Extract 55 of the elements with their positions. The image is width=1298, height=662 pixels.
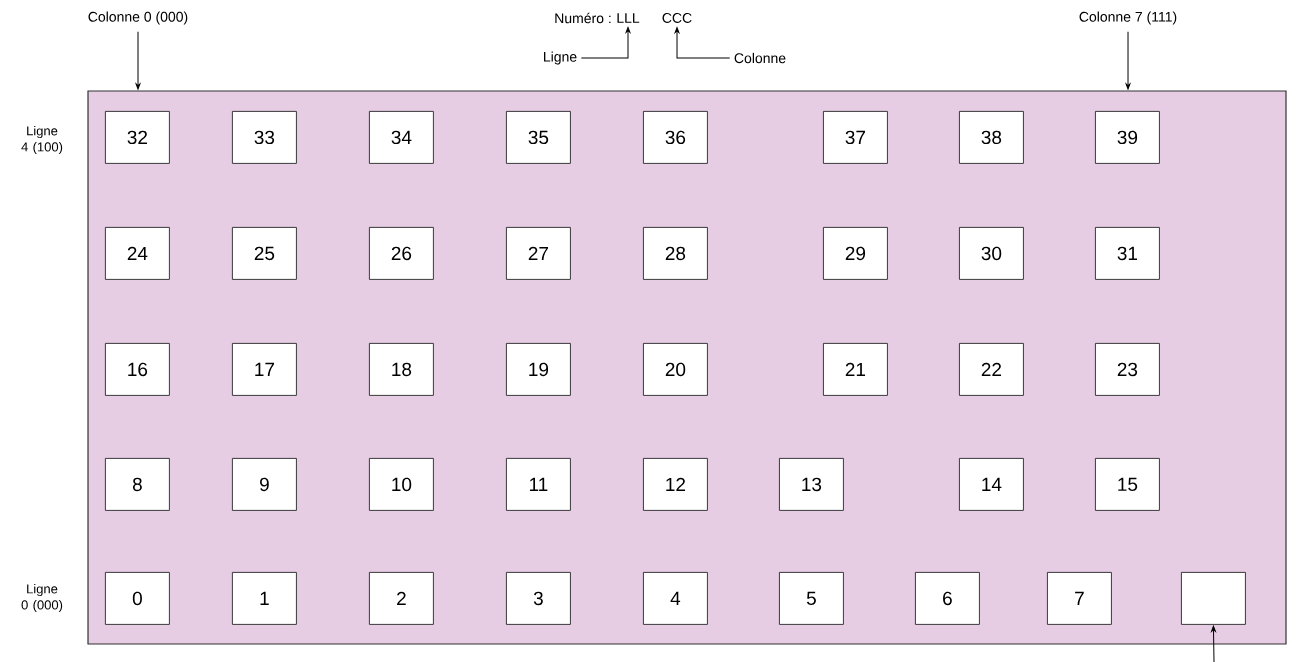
number-box: 22 bbox=[958, 342, 1024, 396]
arrow bbox=[1125, 31, 1131, 90]
arrow bbox=[674, 27, 731, 59]
label-text: Colonne 0 (000) bbox=[88, 11, 188, 25]
label-text: Colonne bbox=[734, 52, 786, 64]
number-box: 10 bbox=[368, 457, 434, 511]
row-label: Ligne 4 (100) bbox=[21, 125, 63, 155]
number-box: 11 bbox=[505, 457, 571, 511]
number-box: 17 bbox=[231, 342, 297, 396]
number-box: 27 bbox=[505, 226, 571, 280]
number-box: 19 bbox=[505, 342, 571, 396]
arrow bbox=[1211, 625, 1216, 662]
number-box: 34 bbox=[368, 110, 434, 164]
number-box: 29 bbox=[822, 226, 888, 280]
number-box: 7 bbox=[1046, 571, 1112, 625]
number-box: 39 bbox=[1094, 110, 1160, 164]
number-box: 8 bbox=[104, 457, 170, 511]
number-box: 36 bbox=[642, 110, 708, 164]
number-box: 13 bbox=[778, 457, 844, 511]
number-box: 26 bbox=[368, 226, 434, 280]
label-text: CCC bbox=[662, 13, 692, 23]
number-box: 4 bbox=[642, 571, 708, 625]
number-box: 24 bbox=[104, 226, 170, 280]
number-box: 37 bbox=[822, 110, 888, 164]
number-box: 38 bbox=[958, 110, 1024, 164]
number-box: 9 bbox=[231, 457, 297, 511]
number-box: 5 bbox=[778, 571, 844, 625]
number-box: 18 bbox=[368, 342, 434, 396]
number-box: 20 bbox=[642, 342, 708, 396]
number-box: 23 bbox=[1094, 342, 1160, 396]
number-box: 33 bbox=[231, 110, 297, 164]
number-box: 32 bbox=[104, 110, 170, 164]
arrow bbox=[135, 31, 141, 90]
number-box: 25 bbox=[231, 226, 297, 280]
number-box: 16 bbox=[104, 342, 170, 396]
number-box: 12 bbox=[642, 457, 708, 511]
number-box: 2 bbox=[368, 571, 434, 625]
row-label: Ligne 0 (000) bbox=[21, 583, 63, 613]
number-box: 6 bbox=[914, 571, 980, 625]
number-box: 21 bbox=[822, 342, 888, 396]
number-box: 30 bbox=[958, 226, 1024, 280]
label-text: LLL bbox=[617, 13, 640, 23]
arrow bbox=[580, 26, 631, 59]
number-box: 15 bbox=[1094, 457, 1160, 511]
number-box: 0 bbox=[104, 571, 170, 625]
label-text: Numéro : bbox=[555, 12, 611, 24]
number-box: 1 bbox=[231, 571, 297, 625]
number-box: 28 bbox=[642, 226, 708, 280]
number-box: 3 bbox=[505, 571, 571, 625]
number-box: 14 bbox=[958, 457, 1024, 511]
number-box: 35 bbox=[505, 110, 571, 164]
number-box: 31 bbox=[1094, 226, 1160, 280]
label-text: Colonne 7 (111) bbox=[1079, 11, 1177, 25]
label-text: Ligne bbox=[544, 51, 577, 65]
number-box bbox=[1180, 571, 1246, 625]
